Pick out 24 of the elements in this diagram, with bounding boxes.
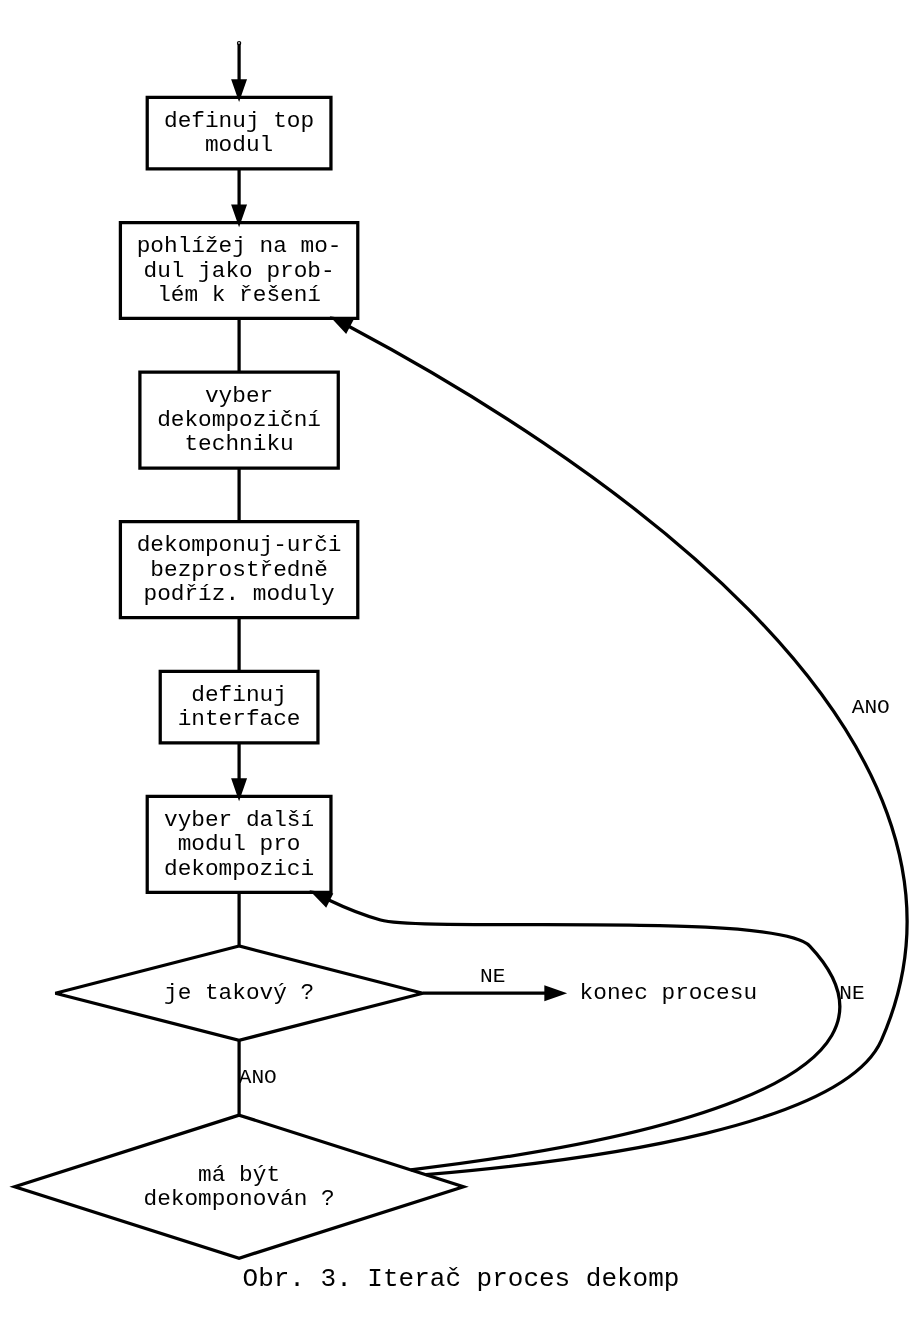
edge-label: NE <box>839 980 865 1005</box>
arrow <box>231 169 248 228</box>
arrow <box>231 43 248 102</box>
node-diamond: má být dekomponován ? <box>9 1113 469 1260</box>
connector <box>237 618 241 671</box>
node-text: konec procesu <box>579 980 758 1007</box>
node-box: pohlížej na mo- dul jako prob- lém k řešení <box>118 220 360 321</box>
edge-label: NE <box>480 964 506 989</box>
arrow <box>309 890 842 1172</box>
connector <box>237 1040 241 1115</box>
node-box: dekomponuj-urči bezprostředně podříz. moduly <box>118 520 360 620</box>
connector <box>237 468 241 522</box>
arrow <box>231 743 248 802</box>
connector <box>237 319 241 372</box>
connector <box>237 892 241 946</box>
node-box: definuj top modul <box>145 95 333 171</box>
node-box: definuj interface <box>158 669 320 745</box>
node-diamond: je takový ? <box>53 944 425 1043</box>
arrow <box>423 985 568 1002</box>
node-box: vyber další modul pro dekompozici <box>145 794 333 895</box>
edge-label: ANO <box>851 694 890 719</box>
caption: Obr. 3. Iterač proces dekomp <box>242 1263 680 1294</box>
arrow <box>329 316 907 1177</box>
node-box: vyber dekompoziční techniku <box>138 370 340 470</box>
